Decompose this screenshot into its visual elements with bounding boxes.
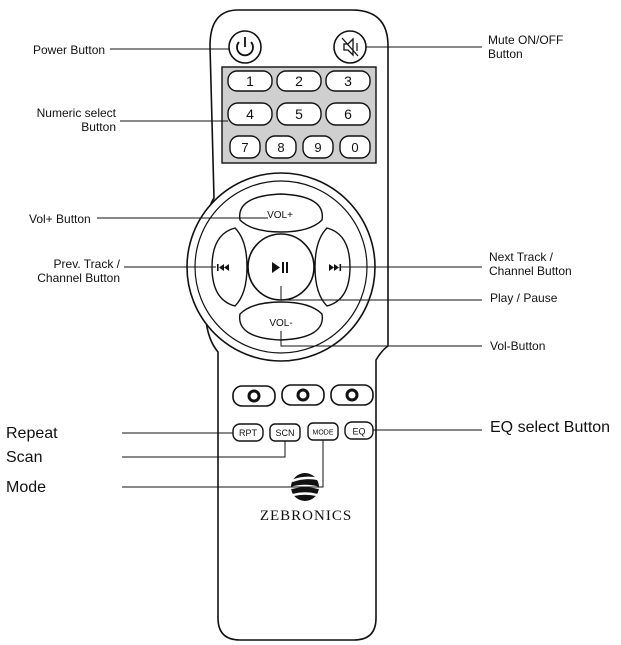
vol-plus-button[interactable] <box>239 193 323 233</box>
key-7-shape[interactable] <box>229 135 261 159</box>
round-button-3-dot <box>345 388 359 402</box>
label-vol-minus: Vol-Button <box>490 339 546 353</box>
key-8-label: 8 <box>277 140 284 155</box>
label-prev-line2: Channel Button <box>37 271 120 285</box>
label-mute-line2: Button <box>488 47 523 61</box>
leader-mode <box>122 440 324 488</box>
label-vol-plus: Vol+ Button <box>29 212 91 226</box>
mute-button[interactable] <box>333 30 367 64</box>
key-0-shape[interactable] <box>339 135 371 159</box>
power-icon <box>236 37 254 57</box>
eq-key-label: EQ <box>352 427 365 437</box>
key-5-label: 5 <box>295 106 303 122</box>
key-7-label: 7 <box>241 140 248 155</box>
rpt-key-label: RPT <box>239 428 258 438</box>
key-9-shape[interactable] <box>302 135 334 159</box>
leader-play-pause <box>280 286 482 301</box>
key-1-shape[interactable] <box>227 70 273 92</box>
label-prev-track: Prev. Track / Channel Button <box>16 257 120 285</box>
round-button-1-dot <box>247 389 261 403</box>
key-2-shape[interactable] <box>276 70 322 92</box>
key-3-shape[interactable] <box>325 70 371 92</box>
brand-name: ZEBRONICS <box>260 508 352 524</box>
round-button-3[interactable] <box>330 384 374 406</box>
label-next-line2: Channel Button <box>489 264 572 278</box>
round-button-1[interactable] <box>232 385 276 407</box>
label-mute-line1: Mute ON/OFF <box>488 33 564 47</box>
power-button[interactable] <box>228 30 262 64</box>
label-scan: Scan <box>6 449 43 466</box>
prev-track-button[interactable] <box>211 227 248 307</box>
label-mode: Mode <box>6 479 47 496</box>
label-next-line1: Next Track / <box>489 250 554 264</box>
label-power-button: Power Button <box>33 43 106 57</box>
key-2-label: 2 <box>295 73 303 89</box>
key-3-label: 3 <box>344 73 352 89</box>
key-6-label: 6 <box>344 106 352 122</box>
vol-plus-key-label: VOL+ <box>267 210 293 221</box>
leader-vol-minus <box>280 331 482 347</box>
mode-key-label: MODE <box>313 430 334 437</box>
label-play-pause: Play / Pause <box>490 291 558 305</box>
round-button-2-dot <box>296 388 310 402</box>
key-1-label: 1 <box>246 73 254 89</box>
vol-minus-button[interactable] <box>239 301 323 341</box>
key-9-label: 9 <box>314 140 321 155</box>
vol-minus-key-label: VOL- <box>269 318 292 329</box>
label-repeat: Repeat <box>6 425 58 442</box>
key-4-label: 4 <box>246 106 254 122</box>
previous-track-icon <box>217 264 229 271</box>
mute-icon <box>341 37 359 57</box>
key-6-shape[interactable] <box>325 102 371 126</box>
leader-scan <box>122 441 286 458</box>
scn-key-label: SCN <box>275 428 294 438</box>
key-8-shape[interactable] <box>265 135 297 159</box>
label-eq-select: EQ select Button <box>490 419 611 436</box>
label-mute: Mute ON/OFF Button <box>488 33 563 61</box>
round-button-2[interactable] <box>281 384 325 406</box>
key-0-label: 0 <box>351 140 358 155</box>
label-numeric-select: Numeric select Button <box>12 106 116 134</box>
label-numeric-line1: Numeric select <box>36 106 116 120</box>
label-prev-line1: Prev. Track / <box>53 257 120 271</box>
label-next-track: Next Track / Channel Button <box>489 250 572 278</box>
key-5-shape[interactable] <box>276 102 322 126</box>
label-numeric-line2: Button <box>81 120 116 134</box>
key-4-shape[interactable] <box>227 102 273 126</box>
play-pause-icon <box>272 262 288 273</box>
